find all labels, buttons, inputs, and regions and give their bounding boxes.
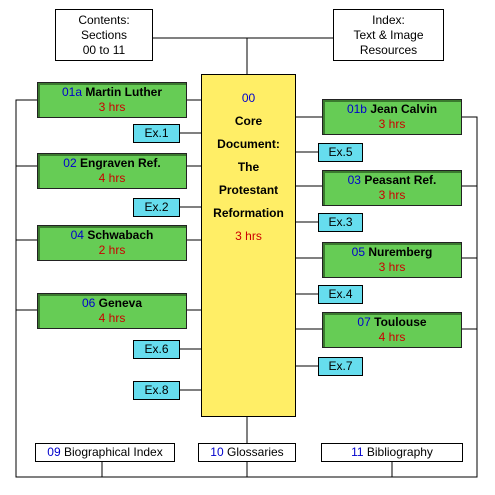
- exercise-label: Ex.3: [328, 215, 353, 229]
- glossaries-label: Glossaries: [227, 445, 284, 459]
- core-number: 00: [241, 91, 256, 105]
- section-01a-martin-luther[interactable]: 01a Martin Luther 3 hrs: [37, 82, 187, 118]
- section-title: Nuremberg: [368, 245, 433, 259]
- contents-line1: Contents:: [78, 13, 130, 27]
- exercise-label: Ex.7: [328, 359, 353, 373]
- section-number: 02: [63, 156, 77, 170]
- contents-line3: 00 to 11: [82, 43, 126, 57]
- exercise-1[interactable]: Ex.1: [133, 124, 180, 143]
- core-line5: Reformation: [213, 206, 284, 220]
- section-number: 01a: [61, 85, 82, 99]
- core-line4: Protestant: [218, 183, 279, 197]
- section-number: 06: [81, 296, 96, 310]
- bibliography-number: 11: [351, 445, 364, 459]
- section-hours: 3 hrs: [378, 188, 406, 202]
- section-number: 01b: [346, 102, 367, 116]
- core-line1: Core: [234, 114, 263, 128]
- exercise-label: Ex.4: [328, 287, 353, 301]
- contents-box[interactable]: Contents: Sections 00 to 11: [55, 9, 153, 61]
- section-01b-jean-calvin[interactable]: 01b Jean Calvin 3 hrs: [322, 99, 462, 135]
- section-05-nuremberg[interactable]: 05 Nuremberg 3 hrs: [322, 242, 462, 278]
- contents-line2: Sections: [80, 28, 128, 42]
- section-number: 05: [351, 245, 365, 259]
- glossaries-number: 10: [210, 445, 224, 459]
- section-02-engraven-ref[interactable]: 02 Engraven Ref. 4 hrs: [37, 153, 187, 189]
- section-06-geneva[interactable]: 06 Geneva 4 hrs: [37, 293, 187, 329]
- biographical-index-box[interactable]: 09 Biographical Index: [35, 443, 175, 462]
- section-hours: 2 hrs: [98, 243, 126, 257]
- core-hours: 3 hrs: [235, 229, 262, 243]
- section-hours: 3 hrs: [98, 100, 126, 114]
- exercise-8[interactable]: Ex.8: [133, 381, 180, 400]
- exercise-label: Ex.2: [144, 200, 169, 214]
- exercise-4[interactable]: Ex.4: [318, 285, 363, 304]
- exercise-6[interactable]: Ex.6: [133, 340, 180, 359]
- section-title: Peasant Ref.: [364, 173, 437, 187]
- core-document-box[interactable]: 00 Core Document: The Protestant Reforma…: [201, 74, 296, 417]
- bibliography-box[interactable]: 11 Bibliography: [321, 443, 463, 462]
- exercise-label: Ex.6: [144, 342, 169, 356]
- section-07-toulouse[interactable]: 07 Toulouse 4 hrs: [322, 312, 462, 348]
- exercise-label: Ex.5: [328, 145, 353, 159]
- bio-number: 09: [47, 445, 61, 459]
- exercise-5[interactable]: Ex.5: [318, 143, 363, 162]
- section-04-schwabach[interactable]: 04 Schwabach 2 hrs: [37, 225, 187, 261]
- section-title: Engraven Ref.: [80, 156, 161, 170]
- core-line3: The: [237, 160, 260, 174]
- section-hours: 3 hrs: [378, 260, 406, 274]
- section-title: Schwabach: [87, 228, 154, 242]
- section-title: Martin Luther: [85, 85, 163, 99]
- section-hours: 4 hrs: [378, 330, 406, 344]
- glossaries-box[interactable]: 10 Glossaries: [198, 443, 296, 462]
- index-line3: Resources: [359, 43, 418, 57]
- bio-label: Biographical Index: [63, 445, 163, 459]
- section-03-peasant-ref[interactable]: 03 Peasant Ref. 3 hrs: [322, 170, 462, 206]
- index-line1: Index:: [372, 13, 405, 27]
- section-title: Jean Calvin: [370, 102, 438, 116]
- section-number: 07: [357, 315, 371, 329]
- exercise-label: Ex.8: [144, 383, 169, 397]
- core-line2: Document:: [217, 137, 280, 151]
- section-number: 03: [347, 173, 361, 187]
- index-box[interactable]: Index: Text & Image Resources: [333, 9, 444, 61]
- section-number: 04: [70, 228, 84, 242]
- bibliography-label: Bibliography: [366, 445, 433, 459]
- section-title: Geneva: [98, 296, 143, 310]
- section-hours: 4 hrs: [98, 311, 126, 325]
- exercise-7[interactable]: Ex.7: [318, 357, 363, 376]
- section-hours: 3 hrs: [378, 117, 406, 131]
- exercise-label: Ex.1: [144, 126, 169, 140]
- section-title: Toulouse: [374, 315, 427, 329]
- exercise-2[interactable]: Ex.2: [133, 198, 180, 217]
- exercise-3[interactable]: Ex.3: [318, 213, 363, 232]
- section-hours: 4 hrs: [98, 171, 126, 185]
- index-line2: Text & Image: [353, 28, 424, 42]
